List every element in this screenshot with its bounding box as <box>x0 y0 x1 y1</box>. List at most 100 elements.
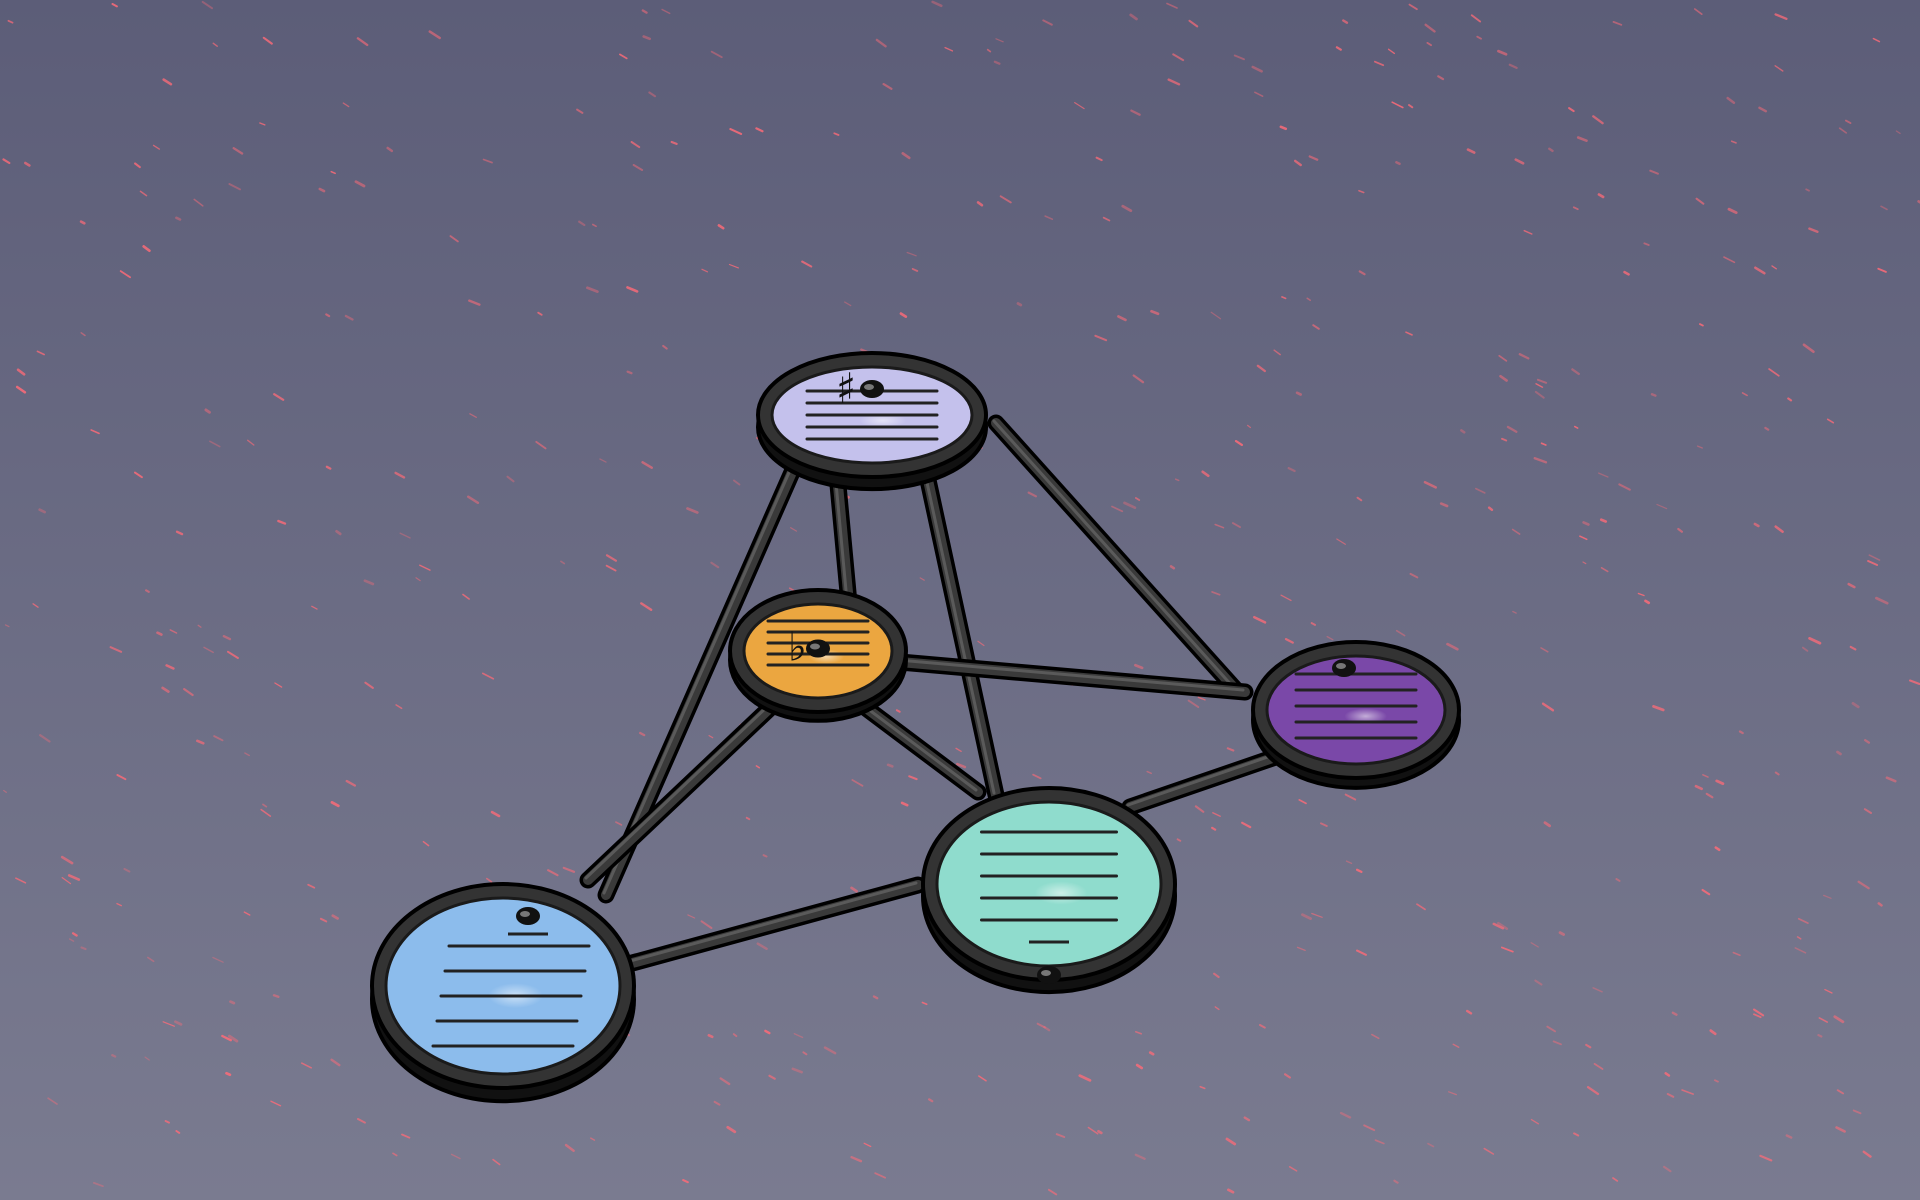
speckle <box>1573 1132 1580 1137</box>
speckle <box>728 263 740 269</box>
speckle <box>906 251 917 257</box>
speckle <box>119 270 132 279</box>
speckle <box>468 299 481 306</box>
speckle <box>272 994 280 998</box>
speckle <box>222 635 232 641</box>
speckle <box>7 19 14 24</box>
speckle <box>1771 265 1777 270</box>
speckle <box>791 1067 803 1074</box>
node-center[interactable]: ♭ <box>728 588 908 723</box>
speckle <box>156 631 163 636</box>
speckle <box>1805 188 1810 192</box>
speckle <box>1134 1153 1146 1160</box>
speckle <box>1042 19 1053 26</box>
speckle <box>710 50 723 59</box>
speckle <box>1862 1150 1872 1158</box>
speckle <box>1311 912 1323 918</box>
speckle <box>1146 770 1152 775</box>
speckle <box>899 312 908 318</box>
speckle <box>1568 107 1575 113</box>
speckle <box>4 624 10 628</box>
speckle <box>90 429 100 435</box>
speckle <box>228 183 241 191</box>
rod-highlight-top-right <box>992 419 1236 690</box>
speckle <box>111 1054 117 1058</box>
speckle <box>632 164 644 171</box>
speckle <box>274 682 283 688</box>
node-right[interactable] <box>1251 640 1461 790</box>
speckle <box>928 1098 934 1103</box>
speckle <box>768 1074 776 1080</box>
speckle <box>1536 378 1548 384</box>
speckle <box>560 560 566 565</box>
speckle <box>1227 1188 1235 1194</box>
speckle <box>174 1020 183 1026</box>
speckle <box>39 734 51 743</box>
speckle <box>1166 2 1178 9</box>
speckle <box>1211 826 1217 831</box>
speckle <box>1214 1006 1220 1011</box>
speckle <box>1612 1177 1619 1182</box>
node-left[interactable] <box>370 882 636 1104</box>
speckle <box>386 146 394 153</box>
speckle <box>1823 894 1832 899</box>
speckle <box>1251 65 1263 73</box>
speckle <box>1695 197 1705 205</box>
speckle <box>1281 296 1287 300</box>
speckle <box>1868 554 1881 561</box>
speckle <box>995 38 1004 43</box>
speckle <box>1032 773 1042 780</box>
speckle <box>833 132 840 136</box>
speckle <box>204 408 211 414</box>
speckle <box>1465 1009 1473 1015</box>
speckle <box>1774 13 1788 20</box>
speckle <box>1233 54 1245 61</box>
speckle <box>1460 429 1466 434</box>
speckle <box>1723 256 1736 264</box>
speckle <box>1753 1013 1762 1019</box>
node-front[interactable] <box>921 786 1177 995</box>
speckle <box>1768 368 1780 377</box>
speckle <box>1231 522 1241 529</box>
rod-left-front <box>620 880 923 970</box>
speckle <box>1437 75 1445 81</box>
speckle <box>1543 821 1551 828</box>
speckle <box>537 311 543 316</box>
speckle <box>227 650 239 659</box>
speckle <box>1339 1111 1352 1119</box>
speckle <box>1552 1040 1562 1046</box>
speckle <box>1694 8 1703 15</box>
speckle <box>1714 846 1721 852</box>
speckle <box>1535 383 1544 388</box>
accidental-icon: ♯ <box>836 364 856 413</box>
accidental-icon: ♭ <box>788 625 807 671</box>
speckle <box>1826 418 1835 424</box>
speckle <box>1534 390 1545 399</box>
speckle <box>1498 354 1508 362</box>
rod-center-left <box>583 703 775 885</box>
speckle <box>330 170 336 175</box>
speckle <box>1374 60 1385 67</box>
speckle <box>976 201 984 207</box>
speckle <box>164 1120 170 1124</box>
rod-highlight-front-right <box>1126 748 1290 807</box>
speckle <box>1637 592 1645 597</box>
speckle <box>162 1021 175 1027</box>
note-below-staff-icon <box>1029 940 1069 984</box>
speckle <box>1709 1029 1717 1036</box>
speckle <box>1579 535 1588 541</box>
node-top[interactable]: ♯ <box>756 351 988 492</box>
speckle <box>357 1118 366 1124</box>
speckle <box>863 1142 872 1148</box>
speckle <box>921 1001 928 1006</box>
speckle <box>1758 106 1768 113</box>
speckle <box>586 286 599 293</box>
speckle <box>1523 229 1533 235</box>
speckle <box>116 774 127 781</box>
speckle <box>1741 392 1748 397</box>
speckle <box>1226 747 1235 752</box>
speckle <box>262 803 268 808</box>
speckle <box>109 646 123 653</box>
speckle <box>203 646 214 654</box>
speckle <box>789 527 798 532</box>
